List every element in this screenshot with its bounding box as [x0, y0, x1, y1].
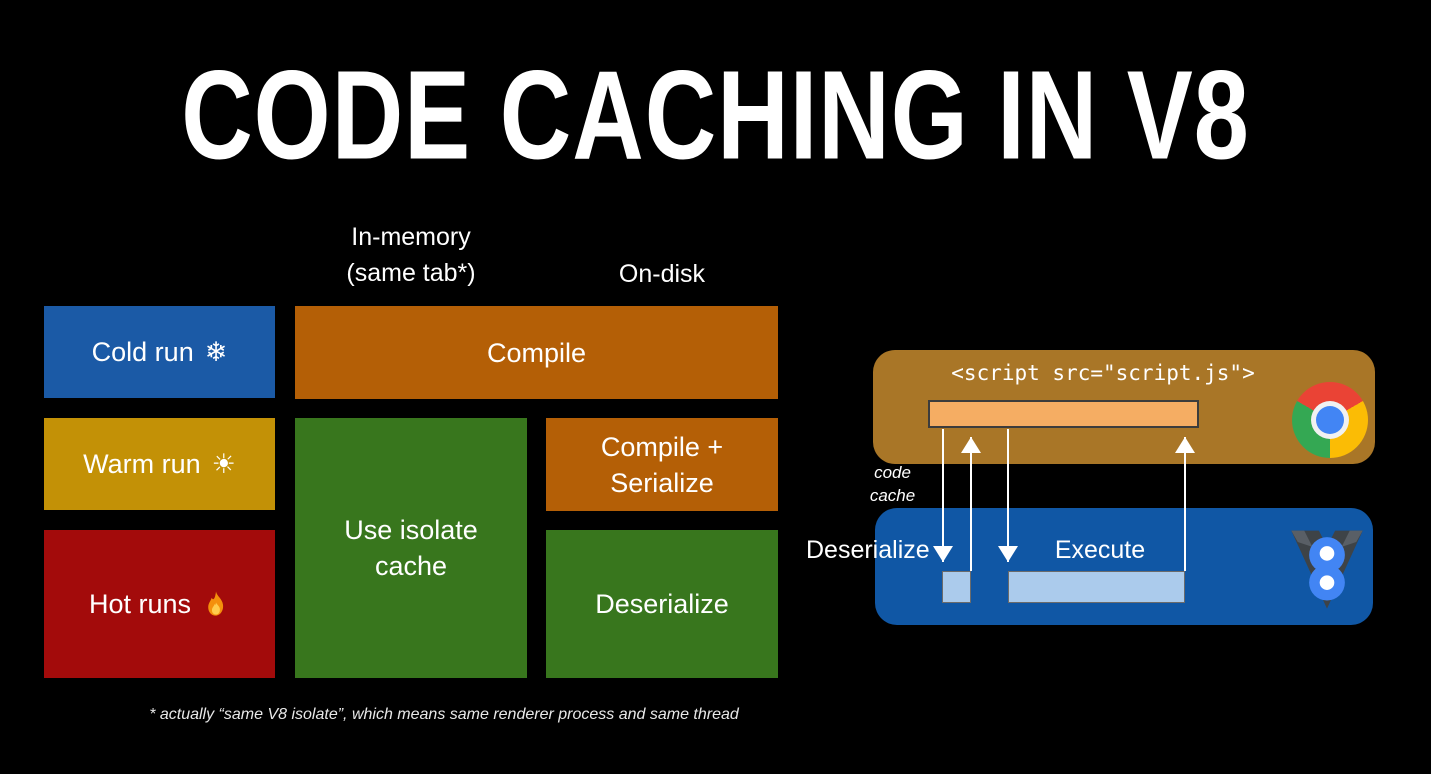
cell-deserialize: Deserialize: [546, 530, 778, 678]
sun-icon: ☀: [211, 448, 236, 479]
v8-icon: [1288, 524, 1366, 612]
deserialize-label: Deserialize: [806, 536, 930, 564]
row-label-warm-run: Warm run ☀: [44, 418, 275, 510]
code-cache-label-line1: code: [874, 463, 911, 482]
footnote: * actually “same V8 isolate”, which mean…: [149, 706, 739, 723]
column-header-on-disk: On-disk: [618, 260, 706, 288]
column-header-in-memory-line2: (same tab*): [346, 259, 476, 287]
snowflake-icon: ❄: [204, 336, 228, 367]
cell-compile-serialize: Compile + Serialize: [546, 418, 778, 511]
execute-label: Execute: [1054, 536, 1146, 564]
row-label-hot-runs: Hot runs: [44, 530, 275, 678]
code-cache-label: code cache: [850, 461, 935, 507]
column-header-in-memory-line1: In-memory: [351, 223, 471, 251]
row-label-cold-run-text: Cold run: [91, 337, 194, 367]
script-resource-bar: [928, 400, 1199, 428]
column-header-in-memory: In-memory (same tab*): [295, 219, 527, 291]
chrome-icon-core: [1316, 406, 1344, 434]
row-label-hot-runs-text: Hot runs: [88, 589, 192, 619]
fire-icon: [202, 590, 230, 618]
execute-time-bar: [1008, 571, 1185, 603]
v8-engine-box: [875, 508, 1373, 625]
row-label-cold-run: Cold run ❄: [44, 306, 275, 398]
slide-title: CODE CACHING IN V8: [181, 43, 1250, 186]
code-cache-label-line2: cache: [869, 486, 916, 505]
chrome-icon: [1292, 382, 1368, 458]
cell-compile: Compile: [295, 306, 778, 399]
cell-use-isolate-cache: Use isolate cache: [295, 418, 527, 678]
deserialize-time-bar: [942, 571, 971, 603]
row-label-warm-run-text: Warm run: [83, 449, 201, 479]
script-tag-code: <script src="script.js">: [951, 361, 1255, 385]
